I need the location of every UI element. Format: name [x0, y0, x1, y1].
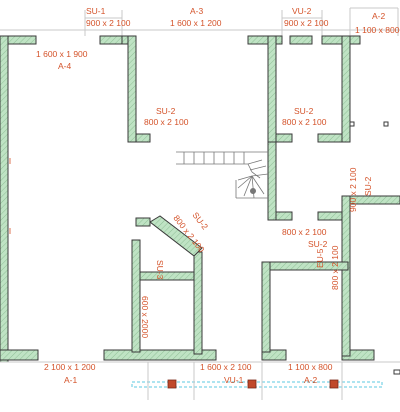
wall-bottom-3 — [261, 349, 287, 361]
walls — [0, 35, 400, 363]
label-dim-1600x1900: 1 600 x 1 900 — [36, 49, 88, 59]
wall-bottom-1 — [0, 349, 39, 361]
label-dim-su3: 600 x 2000 — [140, 296, 150, 338]
wall-int-mid-stub — [275, 133, 293, 143]
wall-right-tee — [349, 195, 400, 205]
label-dim-top-mid: 1 600 x 1 200 — [170, 18, 222, 28]
label-dim-lower: 800 x 2 100 — [282, 227, 327, 237]
column-2 — [247, 379, 257, 389]
label-dim-vertical-lower: 800 x 2 100 — [330, 245, 340, 290]
top-window-frames — [0, 7, 400, 36]
label-a2-bottom: A-2 — [304, 375, 318, 385]
stair-newel — [250, 188, 256, 194]
wall-stair-side — [267, 141, 277, 221]
wall-int-left-upper — [127, 35, 137, 143]
label-su2-left: SU-2 — [156, 106, 176, 116]
wall-markers — [349, 121, 400, 375]
staircase — [176, 151, 269, 199]
wall-stair-foot — [275, 211, 293, 221]
label-dim-bottom-mid: 1 600 x 2 100 — [200, 362, 252, 372]
label-a1: A-1 — [64, 375, 78, 385]
wall-int-right-stub — [317, 133, 343, 143]
wall-lower-mid-left — [261, 261, 271, 353]
wall-left — [0, 35, 9, 363]
wall-foot-right — [317, 211, 343, 221]
label-dim-top-left: 900 x 2 100 — [86, 18, 131, 28]
label-su1: SU-1 — [86, 6, 106, 16]
wall-right-lower — [341, 195, 351, 357]
wall-lower-left-vert — [131, 239, 141, 353]
wall-top-5 — [289, 35, 313, 45]
label-su2-right: SU-2 — [294, 106, 314, 116]
wall-int-right-upper — [341, 35, 351, 143]
label-a2-top: A-2 — [372, 11, 386, 21]
wall-int-mid-upper — [267, 35, 277, 143]
wall-diagonal — [149, 215, 203, 257]
label-vu1: VU-1 — [224, 375, 244, 385]
wall-diag-stub — [135, 217, 151, 227]
column-1 — [167, 379, 177, 389]
label-su2-lower: SU-2 — [308, 239, 328, 249]
bottom-glazing — [0, 361, 400, 400]
label-eu5: EU-5 — [315, 248, 325, 268]
wall-top-2 — [99, 35, 123, 45]
wall-top-4 — [247, 35, 283, 45]
wall-lower-left-horiz — [139, 271, 201, 281]
label-su2-diagonal: SU-2 — [190, 210, 210, 232]
label-dim-top-far-right: 1 100 x 800 — [355, 25, 400, 35]
label-dim-bottom-left: 2 100 x 1 200 — [44, 362, 96, 372]
label-dim-top-right: 900 x 2 100 — [284, 18, 329, 28]
label-su2-vertical-right: SU-2 — [363, 176, 373, 196]
wall-top-1 — [0, 35, 37, 45]
label-dim-bottom-right: 1 100 x 800 — [288, 362, 333, 372]
label-a3: A-3 — [190, 6, 204, 16]
wall-int-left-stub — [135, 133, 151, 143]
label-dim-su2-left: 800 x 2 100 — [144, 117, 189, 127]
label-a4: A-4 — [58, 61, 72, 71]
label-su3: SU-3 — [155, 260, 165, 280]
column-3 — [329, 379, 339, 389]
wall-bottom-2 — [103, 349, 217, 361]
bottom-columns — [167, 379, 339, 389]
label-vu2-top: VU-2 — [292, 6, 312, 16]
wall-top-6 — [321, 35, 361, 45]
label-dim-su2-right: 800 x 2 100 — [282, 117, 327, 127]
wall-lower-left-right — [193, 251, 203, 355]
label-dim-vertical-right: 900 x 2 100 — [348, 167, 358, 212]
